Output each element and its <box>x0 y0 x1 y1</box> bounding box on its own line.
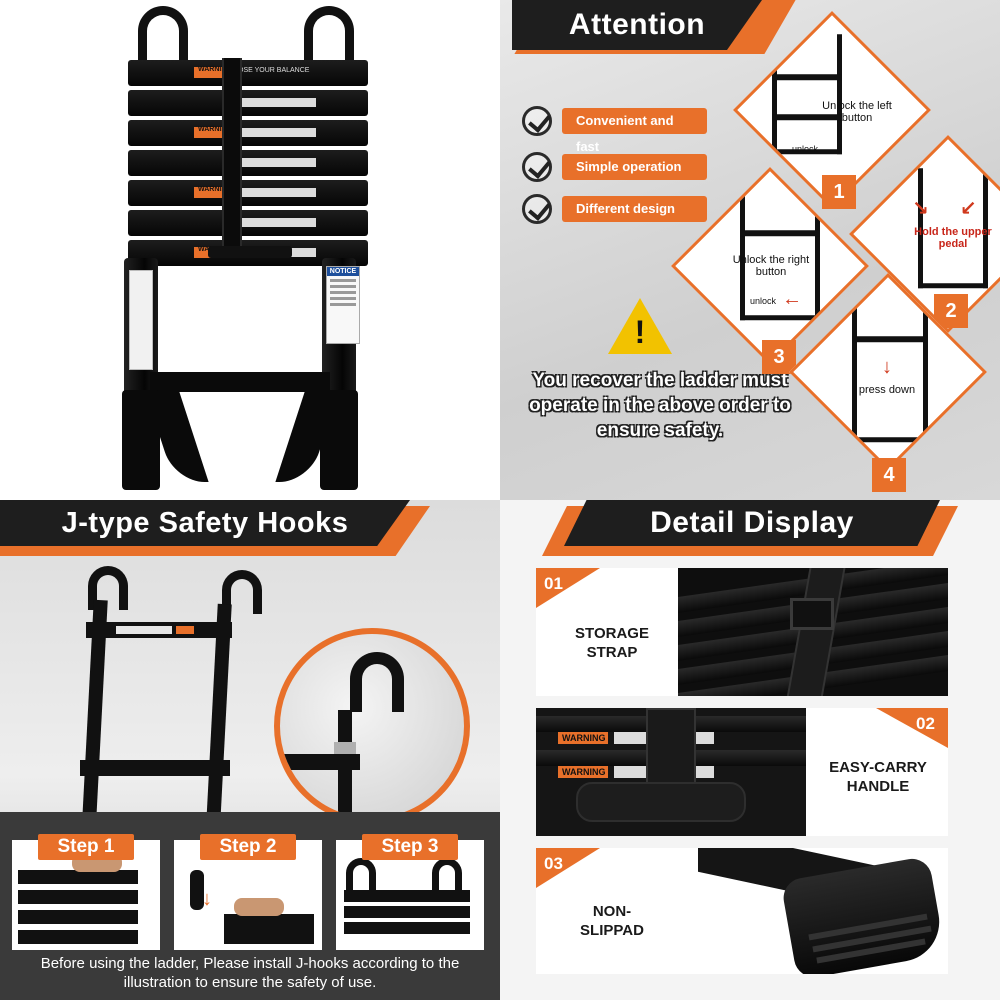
detail-display-title: Detail Display <box>564 500 940 546</box>
hook-closeup <box>274 628 470 824</box>
warning-label: WARNING <box>198 186 232 193</box>
step-tag: Step 1 <box>38 834 134 860</box>
step-tag: Step 3 <box>362 834 458 860</box>
bottom-rung <box>150 372 330 392</box>
strap-text: OSE YOUR BALANCE <box>238 67 310 74</box>
detail-label: EASY-CARRY HANDLE <box>829 759 927 795</box>
step-label: Hold the upper pedal <box>914 226 992 251</box>
feature-label: Convenient and fast <box>562 108 707 154</box>
warning-label: WARNING <box>198 126 232 133</box>
detail-carry-handle: WARNING WARNING 02 EASY-CARRY HANDLE <box>536 708 948 836</box>
step-number: 2 <box>934 294 968 328</box>
slippad-photo <box>678 848 948 974</box>
feature-label: Different design <box>562 196 707 222</box>
warning-label <box>176 626 194 634</box>
install-caption: Before using the ladder, Please install … <box>40 955 460 991</box>
notice-sticker: NOTICE <box>326 266 360 344</box>
detail-non-slippad: 03 NON-SLIPPAD <box>536 848 948 974</box>
step-label: press down <box>858 384 916 397</box>
detail-label: STORAGE STRAP <box>575 625 649 661</box>
detail-number: 02 <box>916 714 935 733</box>
caution-triangle-icon <box>608 298 672 354</box>
detail-number: 03 <box>544 854 563 873</box>
right-hook <box>304 6 354 66</box>
attention-panel: Attention Convenient and fast Simple ope… <box>500 0 1000 500</box>
feature-item: Simple operation <box>522 152 707 182</box>
feature-item: Convenient and fast <box>522 106 707 154</box>
check-circle-icon <box>522 194 552 224</box>
safety-hooks-title: J-type Safety Hooks <box>0 500 410 546</box>
detail-storage-strap: 01 STORAGE STRAP <box>536 568 948 696</box>
check-circle-icon <box>522 152 552 182</box>
left-j-hook <box>88 566 128 610</box>
step-number: 1 <box>822 175 856 209</box>
safety-instruction: You recover the ladder must operate in t… <box>529 370 791 441</box>
step-number: 3 <box>762 340 796 374</box>
check-circle-icon <box>522 106 552 136</box>
strap-photo <box>678 568 948 696</box>
storage-strap <box>222 58 242 258</box>
carry-handle <box>208 246 292 258</box>
unlock-label: unlock <box>792 144 819 155</box>
install-step-2: ↓ <box>174 840 322 950</box>
step-tag: Step 2 <box>200 834 296 860</box>
step-label: Unlock the left button <box>822 100 892 125</box>
feature-label: Simple operation <box>562 154 707 180</box>
warning-label: WARNING <box>198 66 232 73</box>
right-j-hook <box>222 570 262 614</box>
detail-label: NON-SLIPPAD <box>580 903 644 939</box>
detail-display-panel: Detail Display 01 STORAGE STRAP WARNING … <box>500 500 1000 1000</box>
left-hook <box>138 6 188 66</box>
feature-item: Different design <box>522 194 707 224</box>
warning-label: WARNING <box>562 733 606 743</box>
handle-photo: WARNING WARNING <box>536 708 806 836</box>
safety-hooks-panel: J-type Safety Hooks Step 1 ↓ Step 2 Ste <box>0 500 500 1000</box>
step-number: 4 <box>872 458 906 492</box>
detail-number: 01 <box>544 574 563 593</box>
unlock-label: unlock <box>750 296 777 307</box>
warning-label: WARNING <box>562 767 606 777</box>
attention-title: Attention <box>512 0 762 50</box>
step-label: Unlock the right button <box>732 254 810 279</box>
